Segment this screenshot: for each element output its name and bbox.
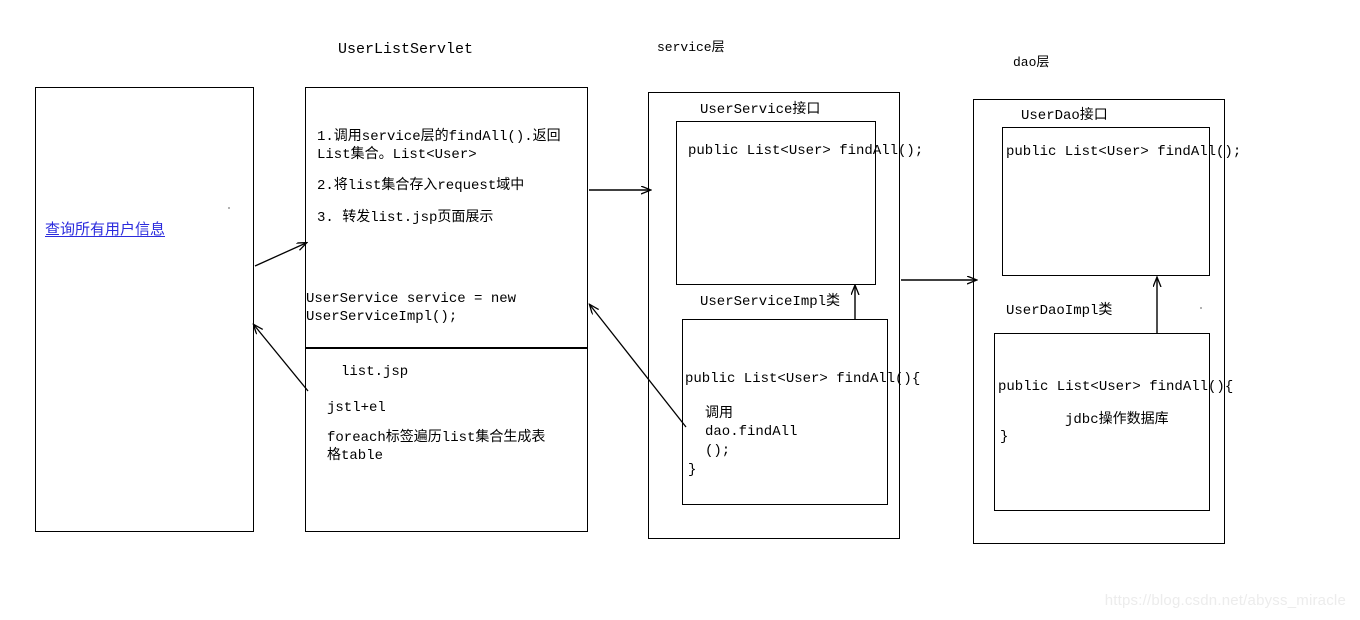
service-interface-box [676, 121, 876, 285]
servlet-step-3: 3. 转发list.jsp页面展示 [317, 210, 494, 226]
jsp-panel-box [305, 348, 588, 532]
request-panel-box [35, 87, 254, 532]
column-label-service: service层 [657, 40, 725, 55]
service-interface-label: UserService接口 [700, 102, 821, 118]
service-impl-close-brace: } [688, 462, 697, 478]
watermark: https://blog.csdn.net/abyss_miracle [1104, 592, 1346, 609]
dao-impl-label: UserDaoImpl类 [1006, 303, 1113, 319]
dao-interface-code: public List<User> findAll(); [1006, 144, 1242, 160]
servlet-step-1: 1.调用service层的findAll().返回 List集合。List<Us… [317, 129, 561, 164]
jsp-description: foreach标签遍历list集合生成表 格table [327, 430, 546, 465]
service-impl-body: 调用 dao.findAll (); [705, 406, 798, 459]
column-label-servlet: UserListServlet [338, 41, 474, 58]
stray-dot-left [228, 207, 230, 209]
dao-impl-signature: public List<User> findAll(){ [998, 379, 1234, 395]
arrow-request-to-servlet [254, 243, 306, 267]
jsp-technology: jstl+el [327, 400, 386, 416]
dao-interface-label: UserDao接口 [1021, 108, 1108, 124]
dao-impl-body: jdbc操作数据库 [1065, 412, 1169, 428]
dao-impl-close-brace: } [1000, 429, 1009, 445]
column-label-dao: dao层 [1013, 55, 1050, 70]
stray-dot-dao [1200, 307, 1202, 309]
request-panel-note: 查询所有用户信息 [45, 222, 166, 239]
servlet-step-2: 2.将list集合存入request域中 [317, 178, 525, 194]
jsp-file-name: list.jsp [341, 364, 409, 380]
dao-impl-box [994, 333, 1210, 511]
servlet-service-declaration: UserService service = new UserServiceImp… [306, 291, 517, 326]
service-interface-code: public List<User> findAll(); [688, 143, 924, 159]
servlet-panel-box [305, 87, 588, 348]
dao-interface-box [1002, 127, 1210, 276]
service-impl-signature: public List<User> findAll(){ [685, 371, 921, 387]
arrow-jsp-to-request [254, 325, 309, 392]
dao-layer-box [973, 99, 1225, 544]
service-impl-label: UserServiceImpl类 [700, 294, 841, 310]
